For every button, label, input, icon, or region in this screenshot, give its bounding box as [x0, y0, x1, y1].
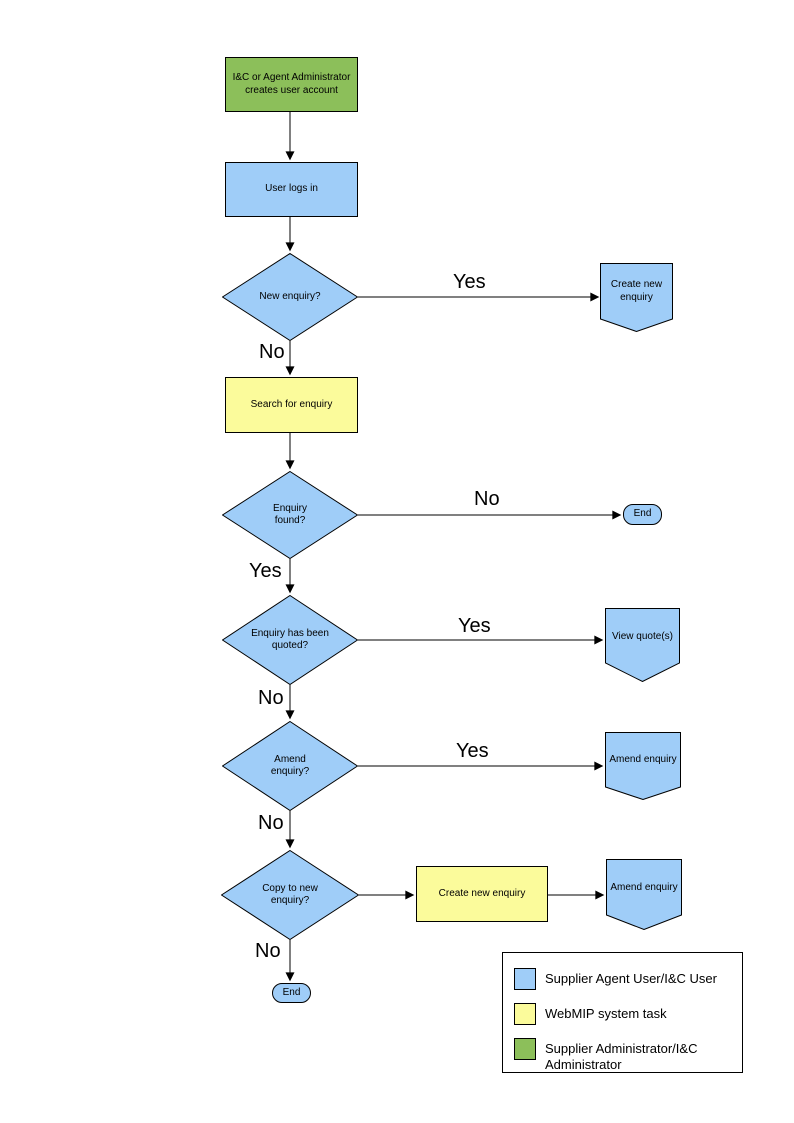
- legend-label: Supplier Agent User/I&C User: [545, 971, 717, 986]
- diamond-shape: [221, 850, 359, 940]
- node-search-for-enquiry: Search for enquiry: [225, 377, 358, 433]
- legend: Supplier Agent User/I&C User WebMIP syst…: [502, 952, 743, 1073]
- legend-item-admin: Supplier Administrator/I&C Administrator: [514, 1038, 740, 1074]
- decision-enquiry-found: Enquiry found?: [222, 471, 358, 559]
- node-label: End: [633, 508, 652, 520]
- edge-label-yes-enquiry-found: Yes: [249, 560, 282, 582]
- node-label: Enquiry has been quoted?: [251, 627, 329, 652]
- node-amend-enquiry-1: Amend enquiry: [605, 732, 681, 800]
- diamond-shape: [222, 253, 358, 341]
- node-label: Amend enquiry?: [270, 753, 310, 778]
- node-label: Copy to new enquiry?: [262, 882, 318, 907]
- banner-shape: [606, 859, 682, 930]
- node-label: Search for enquiry: [250, 398, 333, 410]
- node-label: I&C or Agent Administrator creates user …: [232, 72, 351, 96]
- decision-copy-to-new-enquiry: Copy to new enquiry?: [221, 850, 359, 940]
- banner-shape: [600, 263, 673, 332]
- node-create-new-enquiry-task: Create new enquiry: [416, 866, 548, 922]
- node-label: Create new enquiry: [438, 887, 526, 899]
- terminator-end-2: End: [272, 983, 311, 1003]
- legend-label: Supplier Administrator/I&C Administrator: [545, 1041, 698, 1073]
- node-user-logs-in: User logs in: [225, 162, 358, 217]
- node-create-user-account: I&C or Agent Administrator creates user …: [225, 57, 358, 112]
- decision-enquiry-quoted: Enquiry has been quoted?: [222, 595, 358, 685]
- edge-label-yes-amend: Yes: [456, 740, 489, 762]
- terminator-end-1: End: [623, 504, 662, 525]
- node-label: View quote(s): [612, 630, 673, 642]
- decision-amend-enquiry: Amend enquiry?: [222, 721, 358, 811]
- legend-label: WebMIP system task: [545, 1006, 667, 1021]
- node-view-quotes: View quote(s): [605, 608, 680, 682]
- edge-label-no-new-enquiry: No: [259, 341, 285, 363]
- node-label: End: [282, 986, 301, 998]
- diamond-shape: [222, 595, 358, 685]
- node-label: User logs in: [265, 183, 318, 195]
- diamond-shape: [222, 721, 358, 811]
- edge-label-no-copy: No: [255, 940, 281, 962]
- node-label: Create new enquiry: [610, 279, 663, 303]
- edge-label-no-enquiry-found: No: [474, 488, 500, 510]
- edge-label-no-amend: No: [258, 812, 284, 834]
- diamond-shape: [222, 471, 358, 559]
- banner-shape: [605, 608, 680, 682]
- legend-swatch-blue: [514, 968, 536, 990]
- legend-swatch-yellow: [514, 1003, 536, 1025]
- node-label: New enquiry?: [259, 290, 321, 302]
- edge-label-yes-quoted: Yes: [458, 615, 491, 637]
- edge-label-yes-new-enquiry: Yes: [453, 271, 486, 293]
- node-label: Amend enquiry: [610, 881, 678, 893]
- legend-item-system: WebMIP system task: [514, 1003, 740, 1025]
- node-amend-enquiry-2: Amend enquiry: [606, 859, 682, 930]
- decision-new-enquiry: New enquiry?: [222, 253, 358, 341]
- legend-item-user: Supplier Agent User/I&C User: [514, 968, 740, 990]
- node-label: Amend enquiry: [609, 753, 677, 765]
- node-create-new-enquiry-banner: Create new enquiry: [600, 263, 673, 332]
- node-label: Enquiry found?: [273, 502, 307, 527]
- legend-swatch-green: [514, 1038, 536, 1060]
- banner-shape: [605, 732, 681, 800]
- edge-label-no-quoted: No: [258, 687, 284, 709]
